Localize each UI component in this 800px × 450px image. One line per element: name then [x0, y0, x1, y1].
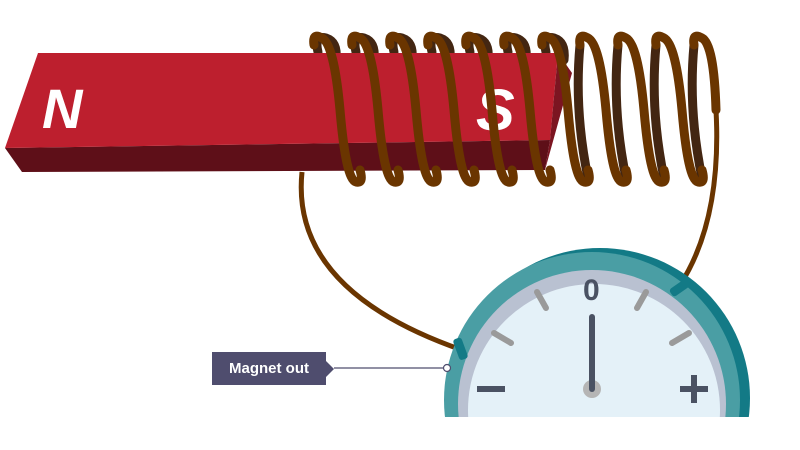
left-lead-wire: [298, 171, 463, 353]
magnet-out-label: Magnet out: [212, 352, 334, 385]
zero-label: 0: [583, 274, 600, 307]
lead-wires: [298, 109, 720, 353]
north-pole-label: N: [42, 77, 84, 140]
dial-ticks: [491, 289, 692, 346]
coil-front: [309, 31, 721, 187]
left-terminal: [453, 337, 468, 360]
magnet-front-face: [5, 140, 550, 172]
leader-endpoint-dot: [442, 363, 452, 373]
galvanometer: 0: [444, 248, 750, 417]
right-lead-wire: [677, 109, 720, 287]
magnet-out-label-text: Magnet out: [229, 360, 309, 377]
right-terminal: [669, 278, 691, 297]
plus-icon: [680, 375, 708, 403]
annotation-leader: [334, 363, 452, 373]
minus-icon: [477, 386, 505, 392]
